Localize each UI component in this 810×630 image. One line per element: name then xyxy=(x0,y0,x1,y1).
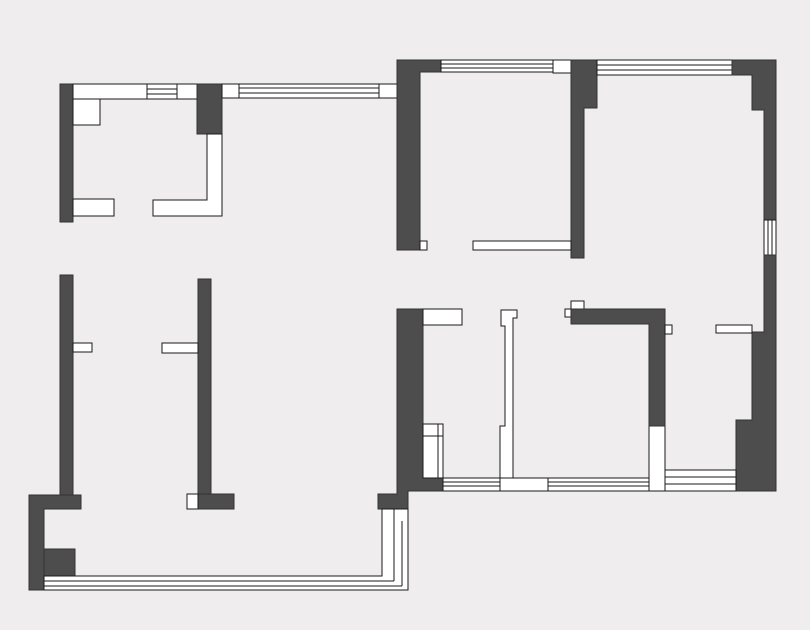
door-stub xyxy=(564,308,572,318)
door-stub xyxy=(570,300,585,310)
wall-west-column xyxy=(59,274,74,496)
upper-right-room xyxy=(596,59,777,492)
wall-east-upper xyxy=(731,59,777,221)
door-stub xyxy=(161,342,199,354)
window-top-middle xyxy=(238,83,380,99)
wall-segment-top xyxy=(221,83,240,99)
window-bottom-left xyxy=(442,477,501,492)
wall-segment-top xyxy=(72,83,148,100)
l-shaped-counter xyxy=(152,133,223,217)
door-stub xyxy=(664,324,673,335)
door-stub xyxy=(72,342,93,353)
window-bottom-right xyxy=(664,469,737,492)
balcony-window-frame xyxy=(43,508,409,591)
wall-upper-left-west xyxy=(59,83,74,223)
door-stub xyxy=(72,198,115,217)
built-in-cabinet xyxy=(422,423,444,479)
wall-segment-top xyxy=(552,59,572,74)
wall-lower-middle-west xyxy=(377,308,444,510)
wall-east-lower xyxy=(735,254,777,492)
upper-left-room xyxy=(59,83,398,223)
window-east-side xyxy=(763,219,777,256)
cabinet xyxy=(72,98,101,126)
wall-interior-base xyxy=(197,493,235,510)
living-area xyxy=(28,274,235,591)
wall-interior-column xyxy=(197,278,212,496)
door-stub xyxy=(715,324,753,334)
partition-wall xyxy=(472,240,572,251)
window-top-left xyxy=(146,83,178,100)
lower-middle-rooms xyxy=(377,300,753,522)
wall-balcony-corner xyxy=(28,494,82,591)
door-stub xyxy=(186,493,199,510)
wall-segment-top xyxy=(378,83,398,99)
wall-segment-top xyxy=(176,83,199,100)
balcony-cabinet xyxy=(43,548,76,577)
partition-pillar xyxy=(648,425,666,492)
pillar-upper-left xyxy=(196,83,223,135)
window-top-room2 xyxy=(440,59,554,73)
wall-segment-bottom xyxy=(499,477,549,492)
door-stub xyxy=(422,308,463,326)
wall-room-partition xyxy=(570,308,666,427)
window-top-room3 xyxy=(596,59,733,76)
balcony-window xyxy=(43,508,409,591)
door-stub xyxy=(419,240,428,251)
window-bottom-middle xyxy=(547,477,650,492)
upper-middle-room xyxy=(396,59,598,259)
